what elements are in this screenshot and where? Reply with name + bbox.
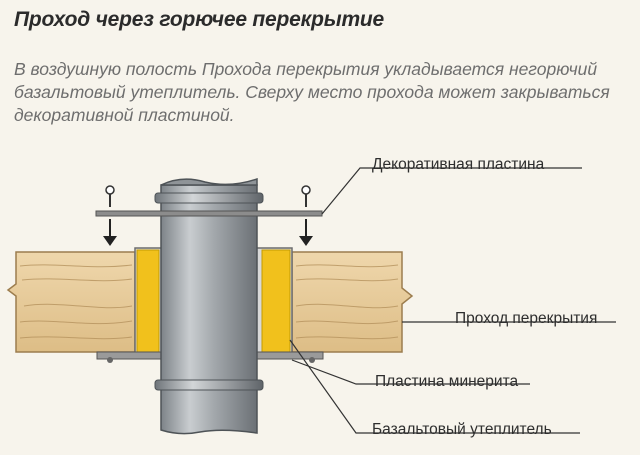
- insulation-right: [261, 249, 291, 354]
- leader-basalt-insulation: [289, 339, 580, 434]
- label-passage: Проход перекрытия: [455, 310, 598, 327]
- description-line-2: базальтовый утеплитель. Сверху место про…: [14, 82, 610, 102]
- screw-right: [301, 185, 311, 207]
- leader-decor-plate: [321, 167, 582, 215]
- screw-head: [107, 357, 113, 363]
- description-line-1: В воздушную полость Прохода перекрытия у…: [14, 59, 598, 79]
- diagram-title: Проход через горючее перекрытие: [14, 8, 385, 31]
- decorative-plate: [95, 210, 323, 217]
- insulation-left: [136, 249, 160, 354]
- chimney-pipe: [154, 177, 264, 435]
- description-line-3: декоративной пластиной.: [14, 105, 235, 125]
- label-decor-plate: Декоративная пластина: [372, 156, 545, 173]
- arrow-down-right: [299, 219, 313, 246]
- screw-head: [309, 357, 315, 363]
- label-minerite-plate: Пластина минерита: [375, 373, 519, 390]
- leader-minerite-plate: [291, 359, 530, 385]
- screw-left: [105, 185, 115, 207]
- wood-beam-left: [6, 251, 136, 353]
- label-basalt-insulation: Базальтовый утеплитель: [372, 421, 552, 438]
- arrow-down-left: [103, 219, 117, 246]
- wood-beam-right: [291, 251, 414, 353]
- description: В воздушную полость Прохода перекрытия у…: [14, 58, 634, 127]
